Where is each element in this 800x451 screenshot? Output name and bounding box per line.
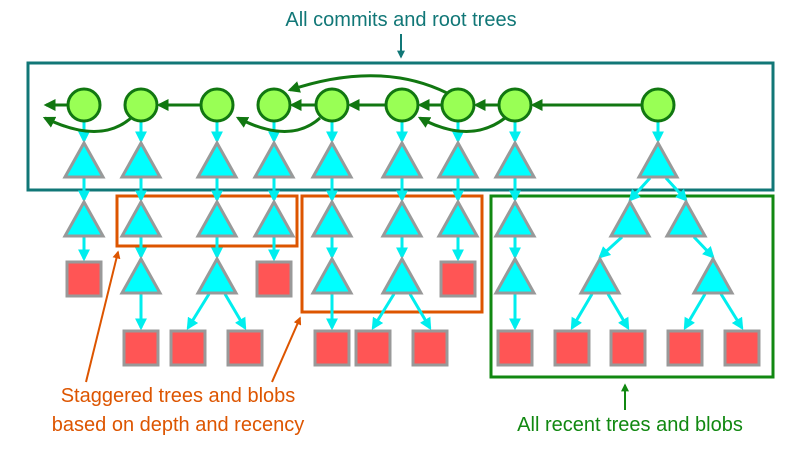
tree-node (310, 255, 354, 295)
commit-node (497, 87, 533, 123)
blob-node (313, 329, 351, 367)
staggered-box-2 (300, 194, 484, 314)
commit-parent-edge (235, 116, 322, 133)
staggered-pointer-1 (85, 250, 121, 383)
blob-node (553, 329, 591, 367)
commit-node (66, 87, 102, 123)
recent-label: All recent trees and blobs (517, 414, 743, 436)
commit-parent-edge (417, 116, 506, 133)
tree-node (436, 198, 480, 238)
tree-node (493, 139, 537, 179)
tree-edge (692, 235, 715, 259)
tree-node (664, 198, 708, 238)
tree-edge (683, 293, 707, 331)
tree-node (252, 198, 296, 238)
tree-node (380, 139, 424, 179)
tree-node (195, 255, 239, 295)
tree-node (310, 198, 354, 238)
commit-node (440, 87, 476, 123)
commit-parent-edge (287, 74, 448, 95)
commit-node (384, 87, 420, 123)
blob-node (255, 260, 293, 298)
tree-node (119, 198, 163, 238)
top-label: All commits and root trees (285, 9, 516, 31)
blob-node (609, 329, 647, 367)
tree-edge (664, 176, 688, 202)
blob-node (354, 329, 392, 367)
tree-node (195, 198, 239, 238)
blob-node (496, 329, 534, 367)
tree-edge (719, 293, 744, 331)
tree-edge (598, 235, 624, 259)
blob-node (411, 329, 449, 367)
staggered-label-line1: Staggered trees and blobs (61, 385, 296, 407)
tree-node (436, 139, 480, 179)
tree-node (493, 255, 537, 295)
tree-edge (371, 293, 396, 331)
commit-node (314, 87, 350, 123)
tree-edge (570, 293, 594, 331)
tree-node (119, 139, 163, 179)
staggered-label-line2: based on depth and recency (52, 414, 304, 436)
tree-node (62, 198, 106, 238)
tree-node (608, 198, 652, 238)
commit-node (199, 87, 235, 123)
commit-parent-edge (42, 116, 132, 133)
blob-node (169, 329, 207, 367)
tree-node (636, 139, 680, 179)
blob-node (122, 329, 160, 367)
tree-node (62, 139, 106, 179)
tree-node (691, 255, 735, 295)
blob-node (666, 329, 704, 367)
blob-node (65, 260, 103, 298)
commit-node (123, 87, 159, 123)
commit-node (640, 87, 676, 123)
tree-edge (606, 293, 630, 331)
blob-node (723, 329, 761, 367)
tree-edge (186, 293, 211, 331)
tree-node (493, 198, 537, 238)
blob-node (226, 329, 264, 367)
tree-node (310, 139, 354, 179)
tree-node (380, 255, 424, 295)
staggered-pointer-2 (271, 316, 302, 383)
commit-node (256, 87, 292, 123)
tree-node (252, 139, 296, 179)
tree-node (578, 255, 622, 295)
tree-node (380, 198, 424, 238)
tree-edge (223, 293, 247, 331)
tree-edge (628, 176, 652, 202)
tree-node (195, 139, 239, 179)
blob-node (439, 260, 477, 298)
staggered-box-1 (115, 194, 299, 248)
tree-edge (408, 293, 432, 331)
tree-node (119, 255, 163, 295)
